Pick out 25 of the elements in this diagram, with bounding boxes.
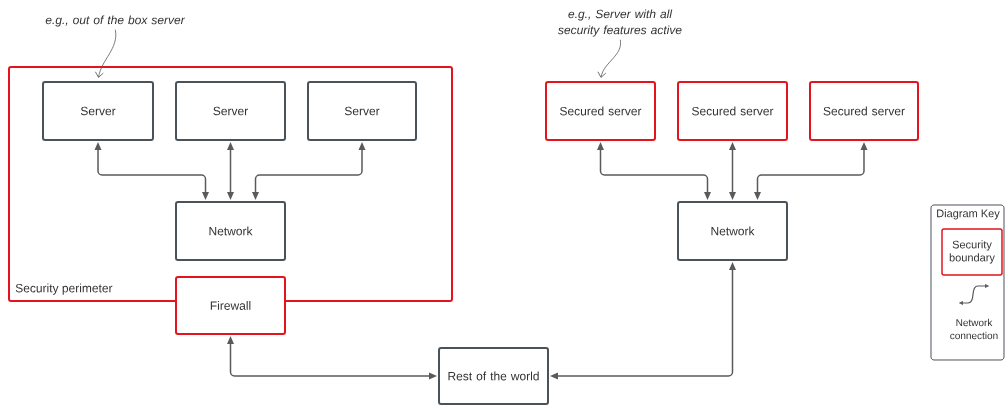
leader-arrow <box>95 29 117 78</box>
annotation-note: e.g., Server with all security features active <box>558 9 682 37</box>
process-box: Network <box>677 201 788 261</box>
arrow <box>729 142 736 200</box>
process-box: Rest of the world <box>438 347 549 405</box>
arrow <box>227 142 234 200</box>
process-box: Server <box>307 81 417 141</box>
arrow <box>754 142 868 200</box>
process-box: Secured server <box>545 81 656 141</box>
annotation-note: e.g., out of the box server <box>45 15 186 27</box>
arrow <box>252 142 366 200</box>
process-box: Server <box>175 81 286 141</box>
process-box: Secured server <box>809 81 919 141</box>
arrow <box>227 336 437 380</box>
process-box: Server <box>42 81 154 141</box>
process-box: Firewall <box>175 276 286 335</box>
key-title: Diagram Key <box>937 209 1000 220</box>
arrow <box>597 142 711 200</box>
legend-text: Network connection <box>950 318 998 340</box>
arrow <box>94 142 209 200</box>
legend-box: Security boundary <box>941 228 1003 276</box>
leader-arrow <box>597 39 621 78</box>
process-box: Secured server <box>677 81 788 141</box>
process-box: Network <box>175 201 286 261</box>
arrow <box>550 262 736 380</box>
